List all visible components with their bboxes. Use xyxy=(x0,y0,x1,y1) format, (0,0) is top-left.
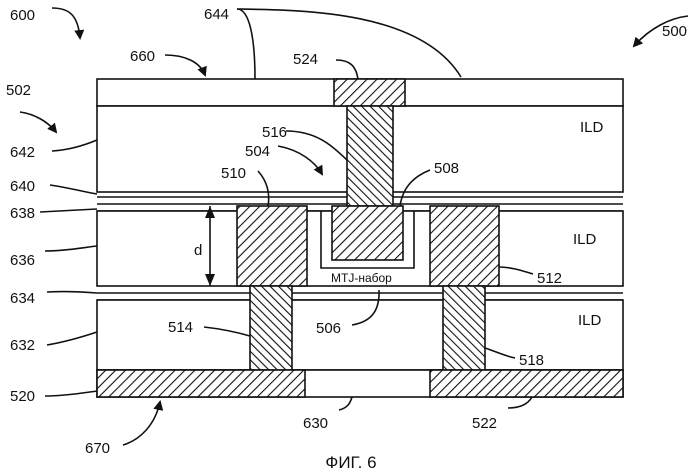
label-ild-mid: ILD xyxy=(573,231,597,248)
label-512: 512 xyxy=(537,270,562,287)
label-510: 510 xyxy=(221,165,246,182)
label-642: 642 xyxy=(10,144,35,161)
pad-512 xyxy=(430,206,499,286)
via-518 xyxy=(443,286,485,370)
label-634: 634 xyxy=(10,290,35,307)
label-518: 518 xyxy=(519,352,544,369)
label-514: 514 xyxy=(168,319,193,336)
arrow-600 xyxy=(52,8,80,38)
figure-caption: ФИГ. 6 xyxy=(325,453,376,472)
via-514 xyxy=(250,286,292,370)
label-516: 516 xyxy=(262,124,287,141)
label-600: 600 xyxy=(10,7,35,24)
via-516 xyxy=(347,106,393,206)
label-520: 520 xyxy=(10,388,35,405)
label-638: 638 xyxy=(10,205,35,222)
arrow-502 xyxy=(20,112,56,132)
label-500: 500 xyxy=(662,23,687,40)
label-502: 502 xyxy=(6,82,31,99)
label-d: d xyxy=(194,242,202,259)
label-mtj: MTJ-набор xyxy=(331,271,392,285)
label-636: 636 xyxy=(10,252,35,269)
label-ild-bot: ILD xyxy=(578,312,602,329)
label-504: 504 xyxy=(245,143,270,160)
label-524: 524 xyxy=(293,51,318,68)
label-506: 506 xyxy=(316,320,341,337)
label-522: 522 xyxy=(472,415,497,432)
label-508: 508 xyxy=(434,160,459,177)
electrode-508 xyxy=(332,206,403,260)
pad-510 xyxy=(237,206,307,286)
label-640: 640 xyxy=(10,178,35,195)
label-632: 632 xyxy=(10,337,35,354)
label-670: 670 xyxy=(85,440,110,457)
label-ild-top: ILD xyxy=(580,119,604,136)
label-630: 630 xyxy=(303,415,328,432)
label-660: 660 xyxy=(130,48,155,65)
arrow-670 xyxy=(123,402,160,445)
label-644: 644 xyxy=(204,6,229,23)
via-524 xyxy=(334,79,405,106)
arrow-660 xyxy=(165,55,205,75)
line-522 xyxy=(430,370,623,397)
line-520 xyxy=(97,370,305,397)
